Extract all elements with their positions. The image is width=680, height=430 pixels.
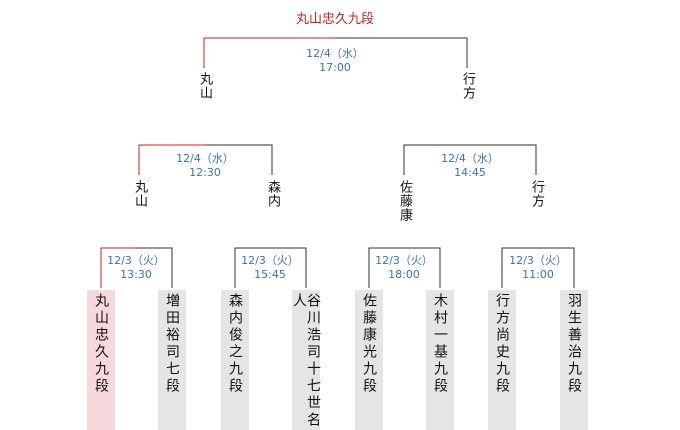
semi2-left-name: 佐藤康 bbox=[397, 180, 412, 222]
final-time: 17:00 bbox=[319, 61, 351, 74]
semi1-left-name: 丸山 bbox=[132, 180, 147, 208]
player-box-7: 行方尚史九段 bbox=[488, 290, 516, 430]
semi2-time: 14:45 bbox=[454, 166, 486, 179]
final-right-name: 行方 bbox=[460, 72, 475, 100]
qf1-date: 12/3（火） bbox=[107, 254, 165, 267]
player-name: 羽生善治九段 bbox=[566, 293, 582, 395]
final-left-line bbox=[203, 37, 335, 68]
semi1-left-line bbox=[138, 144, 205, 175]
player-name: 丸山忠久九段 bbox=[93, 293, 109, 395]
qf3-date: 12/3（火） bbox=[375, 254, 433, 267]
semi1-right-name: 森内 bbox=[265, 180, 280, 208]
player-box-8: 羽生善治九段 bbox=[560, 290, 588, 430]
player-name: 行方尚史九段 bbox=[494, 293, 510, 395]
qf4-time: 11:00 bbox=[522, 268, 554, 281]
qf1-time: 13:30 bbox=[120, 268, 152, 281]
semi1-right-line bbox=[205, 144, 273, 175]
player-name: 森内俊之九段 bbox=[227, 293, 243, 395]
qf4-line bbox=[501, 247, 575, 288]
player-box-5: 佐藤康光九段 bbox=[355, 290, 383, 430]
player-name: 谷川浩司十七世名人 bbox=[291, 293, 321, 429]
final-right-line bbox=[335, 37, 468, 68]
player-box-1: 丸山忠久九段 bbox=[87, 290, 115, 430]
qf3-line bbox=[368, 247, 441, 288]
player-name: 木村一基九段 bbox=[432, 293, 448, 395]
player-name: 佐藤康光九段 bbox=[361, 293, 377, 395]
semi2-date: 12/4（水） bbox=[441, 152, 499, 165]
qf3-time: 18:00 bbox=[388, 268, 420, 281]
qf2-date: 12/3（火） bbox=[241, 254, 299, 267]
qf2-time: 15:45 bbox=[254, 268, 286, 281]
final-left-name: 丸山 bbox=[197, 72, 212, 100]
semi2-line bbox=[403, 144, 537, 175]
player-name: 増田裕司七段 bbox=[164, 293, 180, 395]
semi2-right-name: 行方 bbox=[529, 180, 544, 208]
player-box-4: 谷川浩司十七世名人 bbox=[291, 290, 321, 430]
qf2-line bbox=[234, 247, 307, 288]
player-box-6: 木村一基九段 bbox=[426, 290, 454, 430]
qf1-left-line bbox=[100, 247, 136, 288]
semi1-date: 12/4（水） bbox=[176, 152, 234, 165]
final-date: 12/4（水） bbox=[306, 47, 364, 60]
qf1-right-line bbox=[136, 247, 173, 288]
player-box-3: 森内俊之九段 bbox=[221, 290, 249, 430]
player-box-2: 増田裕司七段 bbox=[158, 290, 186, 430]
qf4-date: 12/3（火） bbox=[509, 254, 567, 267]
semi1-time: 12:30 bbox=[189, 166, 221, 179]
champion-label: 丸山忠久九段 bbox=[295, 12, 374, 27]
